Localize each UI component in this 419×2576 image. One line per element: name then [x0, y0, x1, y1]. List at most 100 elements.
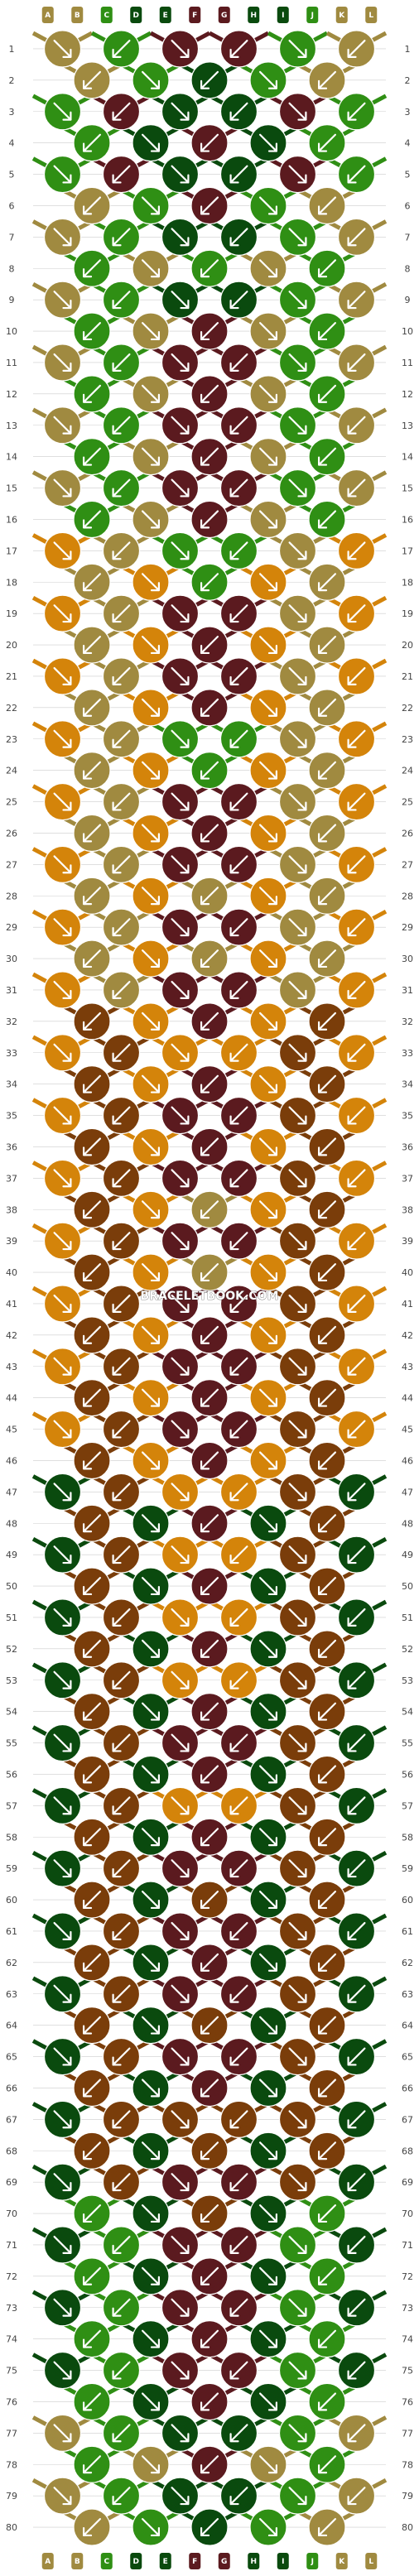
- knot-direction-arrow: [317, 196, 337, 215]
- row-number-right: 13: [402, 421, 413, 431]
- strand-letter-label: L: [368, 12, 373, 20]
- row-number-left: 43: [6, 1362, 17, 1372]
- row-number-right: 21: [402, 671, 413, 682]
- row-number-left: 70: [6, 2208, 17, 2219]
- knot-direction-arrow: [141, 322, 161, 341]
- knot-direction-arrow: [82, 2204, 102, 2223]
- knot-direction-arrow: [112, 2047, 131, 2066]
- knot-direction-arrow: [200, 1891, 219, 1910]
- row-number-left: 50: [6, 1581, 17, 1592]
- knot-direction-arrow: [171, 604, 190, 623]
- knot-direction-arrow: [347, 2361, 366, 2380]
- row-number-left: 54: [6, 1707, 17, 1718]
- knot-direction-arrow: [53, 1608, 72, 1627]
- knot-direction-arrow: [200, 2455, 219, 2474]
- row-number-right: 43: [402, 1362, 413, 1372]
- knot-direction-arrow: [141, 887, 161, 906]
- knot-direction-arrow: [82, 1702, 102, 1721]
- strand-color-chip: [365, 7, 378, 23]
- knot-direction-arrow: [229, 2110, 248, 2129]
- row-number-right: 34: [402, 1079, 413, 1090]
- knot-direction-arrow: [200, 949, 219, 968]
- row-number-left: 37: [6, 1173, 17, 1184]
- knot-direction-arrow: [258, 1388, 278, 1407]
- knot-direction-arrow: [171, 102, 190, 121]
- knot-direction-arrow: [229, 729, 248, 748]
- knot-direction-arrow: [82, 1577, 102, 1596]
- row-number-left: 30: [6, 954, 17, 964]
- row-number-left: 8: [9, 263, 15, 274]
- knot-direction-arrow: [112, 792, 131, 811]
- strand-letter-label: A: [45, 12, 51, 20]
- row-number-left: 51: [6, 1612, 17, 1623]
- knot-direction-arrow: [200, 2204, 219, 2223]
- knot-direction-arrow: [141, 2329, 161, 2348]
- knot-direction-arrow: [112, 1670, 131, 1689]
- row-number-right: 11: [402, 358, 413, 368]
- knot-direction-arrow: [200, 1765, 219, 1784]
- row-number-right: 46: [402, 1455, 413, 1466]
- knot-direction-arrow: [229, 102, 248, 121]
- knot-direction-arrow: [82, 887, 102, 906]
- row-number-left: 73: [6, 2303, 17, 2314]
- strand-color-chip: [189, 7, 201, 23]
- row-number-right: 45: [402, 1425, 413, 1435]
- knot-direction-arrow: [141, 949, 161, 968]
- row-number-right: 70: [402, 2208, 413, 2219]
- knot-direction-arrow: [317, 636, 337, 655]
- knot-direction-arrow: [82, 2455, 102, 2474]
- row-number-left: 28: [6, 891, 17, 901]
- knot-direction-arrow: [53, 855, 72, 874]
- knot-direction-arrow: [112, 2173, 131, 2192]
- knot-direction-arrow: [229, 1106, 248, 1125]
- row-number-left: 66: [6, 2083, 17, 2093]
- knot-direction-arrow: [112, 1921, 131, 1940]
- knot-direction-arrow: [258, 573, 278, 592]
- knot-direction-arrow: [288, 2047, 307, 2066]
- knot-direction-arrow: [82, 2518, 102, 2537]
- knot-direction-arrow: [288, 416, 307, 435]
- row-number-left: 1: [9, 44, 15, 55]
- knot-direction-arrow: [229, 416, 248, 435]
- row-number-right: 58: [402, 1832, 413, 1843]
- strand-color-chip: [306, 7, 319, 23]
- strand-color-chip: [159, 2553, 171, 2569]
- knot-direction-arrow: [112, 165, 131, 184]
- knot-direction-arrow: [229, 2424, 248, 2443]
- knot-direction-arrow: [82, 70, 102, 89]
- knot-direction-arrow: [53, 1545, 72, 1564]
- knot-direction-arrow: [229, 1232, 248, 1251]
- knot-direction-arrow: [200, 2079, 219, 2098]
- knot-direction-arrow: [317, 2392, 337, 2411]
- knot-direction-arrow: [317, 447, 337, 466]
- row-number-left: 67: [6, 2114, 17, 2125]
- strand-color-chip: [130, 2553, 142, 2569]
- knot-direction-arrow: [347, 1733, 366, 1752]
- strand-letter-label: G: [221, 2558, 227, 2566]
- strand-letter-label: K: [339, 2558, 345, 2566]
- knot-direction-arrow: [200, 2141, 219, 2160]
- knot-direction-arrow: [347, 353, 366, 372]
- knot-direction-arrow: [288, 2424, 307, 2443]
- knot-direction-arrow: [288, 1043, 307, 1062]
- knot-direction-arrow: [82, 1012, 102, 1031]
- strand-color-chip: [100, 2553, 113, 2569]
- knot-direction-arrow: [229, 1483, 248, 1502]
- row-number-left: 60: [6, 1895, 17, 1906]
- knot-direction-arrow: [53, 541, 72, 560]
- row-number-right: 71: [402, 2240, 413, 2251]
- knot-direction-arrow: [258, 2204, 278, 2223]
- knot-direction-arrow: [288, 228, 307, 247]
- knot-direction-arrow: [258, 2329, 278, 2348]
- knot-direction-arrow: [171, 1608, 190, 1627]
- knot-direction-arrow: [112, 2361, 131, 2380]
- knot-direction-arrow: [141, 2079, 161, 2098]
- knot-direction-arrow: [141, 2204, 161, 2223]
- row-number-right: 50: [402, 1581, 413, 1592]
- knot-direction-arrow: [82, 1514, 102, 1533]
- knot-direction-arrow: [347, 918, 366, 937]
- strand-color-chip: [41, 2553, 54, 2569]
- knot-direction-arrow: [229, 1169, 248, 1188]
- row-number-left: 21: [6, 671, 17, 682]
- knot-direction-arrow: [141, 196, 161, 215]
